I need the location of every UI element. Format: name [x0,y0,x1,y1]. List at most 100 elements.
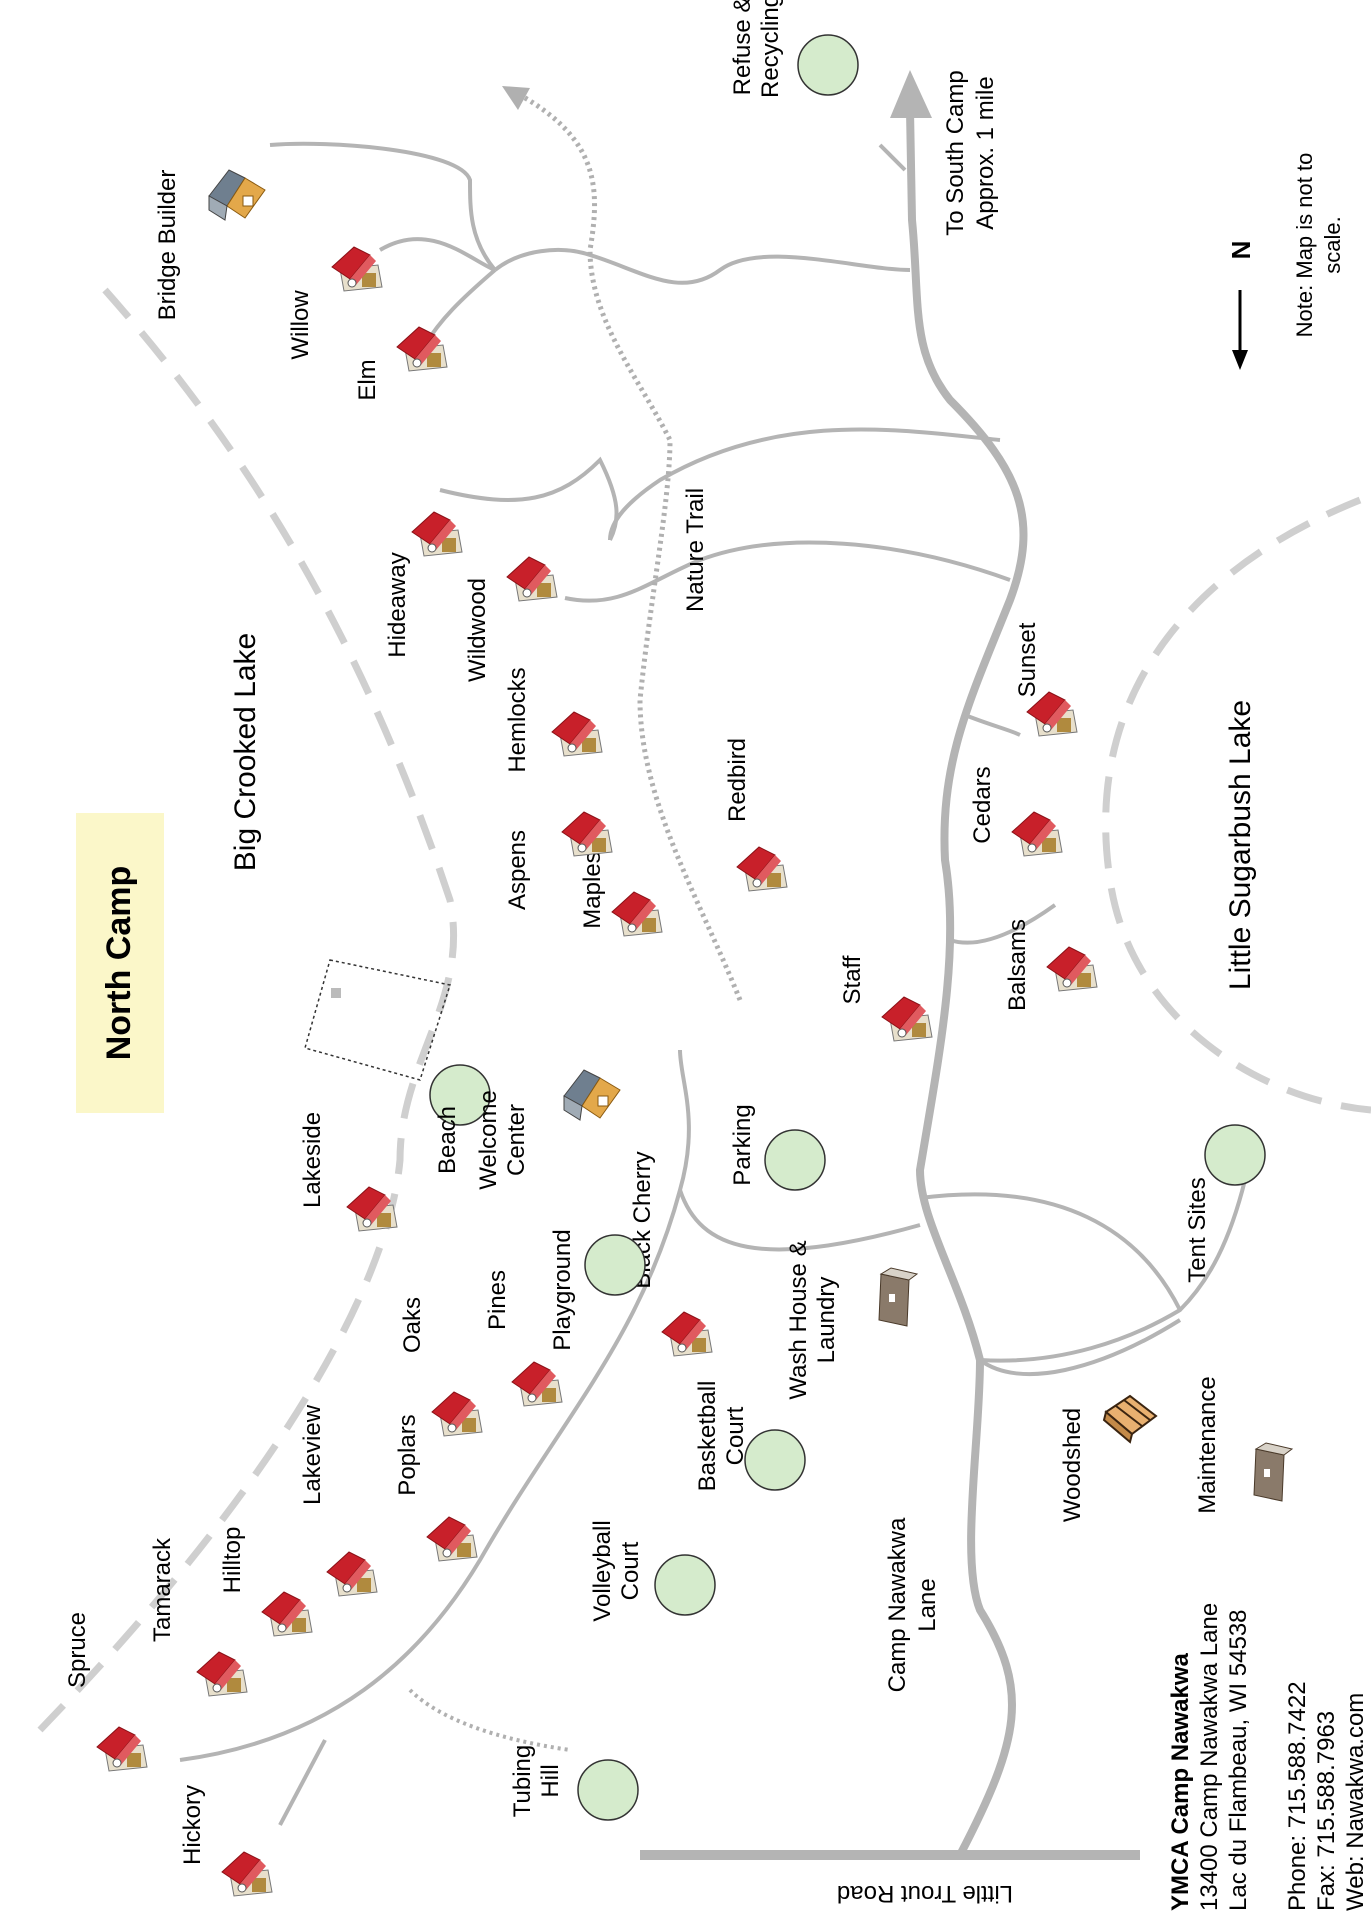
cabin-poplars-label-line: Poplars [394,1414,421,1495]
cabin-hemlocks-label: Hemlocks [504,667,531,772]
camp-nawakwa-lane-road [906,109,1028,1857]
facility-basketball-label-line: Basketball [694,1381,721,1492]
cabin-hilltop-icon[interactable] [261,1591,313,1637]
cabin-redbird-label-line: Redbird [724,738,751,822]
building-maintenance-icon[interactable] [1253,1442,1293,1502]
cabin-lakeview-label-line: Lakeview [299,1404,326,1505]
svg-text:To South Camp: To South Camp [942,70,969,235]
address-line1: 13400 Camp Nawakwa Lane [1196,1603,1223,1911]
cabin-lakeview-label: Lakeview [299,1404,326,1505]
facility-refuse-marker[interactable] [797,34,859,96]
nature-trail-label: Nature Trail [682,488,709,612]
building-bridge-icon[interactable] [208,169,266,221]
cabin-maples-icon[interactable] [611,891,663,937]
facility-beach-label-line: Beach [434,1106,461,1174]
cabin-hideaway-icon[interactable] [411,511,463,557]
cabin-spruce-icon[interactable] [96,1726,148,1772]
facility-basketball-marker[interactable] [744,1429,806,1491]
building-washhouse-label-line: Wash House & [785,1240,812,1399]
building-washhouse-label: Wash House &Laundry [785,1240,840,1399]
cabin-redbird-icon[interactable] [736,846,788,892]
building-bridge-label-line: Bridge Builder [154,170,181,321]
cabin-sunset-label-line: Sunset [1014,622,1041,697]
facility-parking-label: Parking [729,1104,756,1185]
cabin-elm-icon[interactable] [396,326,448,372]
cabin-wildwood-label: Wildwood [464,578,491,682]
svg-text:Lane: Lane [914,1578,941,1631]
address-line2: Lac du Flambeau, WI 54538 [1225,1609,1252,1911]
facility-tent-marker[interactable] [1204,1124,1266,1186]
cabin-hideaway-label-line: Hideaway [384,552,411,657]
building-welcome-icon[interactable] [563,1069,621,1121]
little-sugarbush-lake-shore [1102,496,1371,1114]
cabin-poplars-icon[interactable] [426,1516,478,1562]
building-washhouse-icon[interactable] [878,1267,918,1327]
cabin-aspens-label-line: Aspens [504,830,531,910]
cabin-oaks-icon[interactable] [431,1391,483,1437]
cabin-balsams-icon[interactable] [1046,946,1098,992]
cabin-staff-icon[interactable] [881,996,933,1042]
cabin-aspens-icon[interactable] [561,811,613,857]
cabin-willow-label: Willow [287,290,314,360]
cabin-cedars-icon[interactable] [1011,811,1063,857]
cabin-willow-icon[interactable] [331,246,383,292]
cabin-maples-label-line: Maples [579,851,606,928]
cabin-sunset-icon[interactable] [1026,691,1078,737]
facility-tubing-label-line: Tubing [509,1745,536,1818]
title-box [76,813,164,1113]
cabin-hickory-label-line: Hickory [179,1785,206,1865]
cabin-maples-label: Maples [579,851,606,928]
cabin-pines-label-line: Pines [484,1270,511,1330]
camp-nawakwa-lane-label: Camp Nawakwa Lane [884,1517,941,1692]
facility-playground-marker[interactable] [584,1234,646,1296]
facility-tubing-marker[interactable] [577,1759,639,1821]
cabin-aspens-label: Aspens [504,830,531,910]
cabin-hilltop-label-line: Hilltop [219,1527,246,1594]
cabin-cedars-label-line: Cedars [969,766,996,843]
web-line: Web: Nawakwa.com [1342,1693,1369,1911]
cabin-spruce-label-line: Spruce [64,1612,91,1688]
facility-parking-marker[interactable] [764,1129,826,1191]
building-washhouse-label-line: Laundry [813,1277,840,1364]
cabin-hemlocks-icon[interactable] [551,711,603,757]
cabin-poplars-label: Poplars [394,1414,421,1495]
building-maintenance-label: Maintenance [1194,1376,1221,1513]
cabin-willow-label-line: Willow [287,290,314,360]
svg-text:scale.: scale. [1320,216,1345,273]
facility-volleyball-marker[interactable] [654,1554,716,1616]
scale-note: Note: Map is not to scale. [1292,153,1345,338]
building-woodshed-label-line: Woodshed [1059,1408,1086,1522]
cabin-wildwood-icon[interactable] [506,556,558,602]
cabin-redbird-label: Redbird [724,738,751,822]
building-woodshed-icon[interactable] [1103,1395,1157,1443]
facility-beach-label: Beach [434,1106,461,1174]
big-crooked-lake-shore [37,287,458,1733]
camp-name: YMCA Camp Nawakwa [1167,1653,1194,1911]
tubing-hill-trail [408,1688,571,1752]
cabin-staff-label-line: Staff [839,955,866,1004]
cabin-black-cherry-icon[interactable] [661,1311,713,1357]
building-bridge-label: Bridge Builder [154,170,181,321]
cabin-oaks-label: Oaks [399,1297,426,1353]
cabin-hickory-icon[interactable] [221,1851,273,1897]
cabin-elm-label-line: Elm [354,359,381,400]
cabin-lakeside-icon[interactable] [346,1186,398,1232]
cabin-hideaway-label: Hideaway [384,552,411,657]
cabin-pines-icon[interactable] [511,1361,563,1407]
cabin-lakeside-label-line: Lakeside [299,1112,326,1208]
cabin-hemlocks-label-line: Hemlocks [504,667,531,772]
secondary-roads [179,141,1247,1826]
facility-beach-marker[interactable] [429,1064,491,1126]
cabin-lakeview-icon[interactable] [326,1551,378,1597]
cabin-tamarack-icon[interactable] [196,1651,248,1697]
facility-basketball-label-line: Court [722,1406,749,1465]
facility-refuse-label-line: Refuse & [729,0,756,95]
svg-text:Camp Nawakwa: Camp Nawakwa [884,1517,911,1692]
facility-parking-label-line: Parking [729,1104,756,1185]
building-welcome-label-line: Center [503,1104,530,1176]
cabin-lakeside-label: Lakeside [299,1112,326,1208]
facility-tubing-label-line: Hill [537,1764,564,1797]
